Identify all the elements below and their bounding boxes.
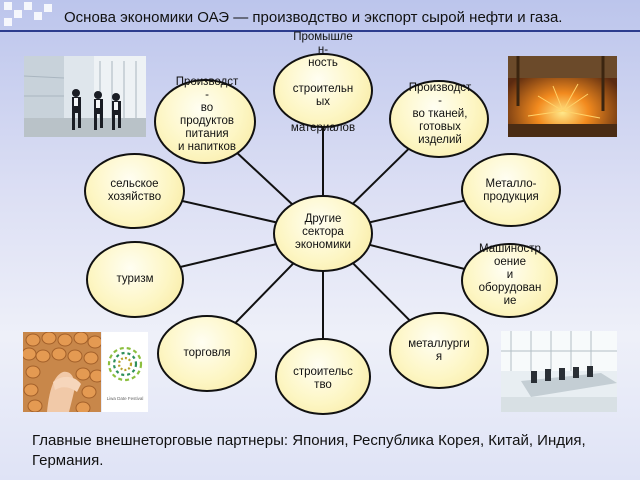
node-food (154, 79, 256, 164)
title-divider (0, 30, 640, 32)
trade-partners-text: Главные внешнеторговые партнеры: Япония,… (32, 432, 586, 469)
label-metallurgy: металлурги я (408, 338, 470, 363)
node-trade (157, 315, 257, 392)
label-machinery: Машиностр оение и оборудован ие (478, 243, 542, 307)
label-construction-materials: Промышле н- ность строительн ых материал… (290, 31, 356, 134)
node-metallurgy (389, 312, 489, 389)
photo-business-people (24, 56, 146, 137)
photo-conference-room (501, 331, 617, 412)
node-textiles (389, 80, 489, 158)
node-metal-products (461, 153, 561, 227)
page-title: Основа экономики ОАЭ — производство и эк… (64, 9, 563, 26)
label-metal-products: Металло- продукция (483, 178, 539, 203)
node-tourism (86, 241, 184, 318)
node-machinery (461, 243, 558, 318)
label-textiles: Производст - во тканей, готовых изделий (408, 82, 472, 146)
corner-decoration (0, 0, 60, 30)
label-construction: строительс тво (293, 366, 353, 391)
logo-liwa-date-festival: Liwa Date Festival (102, 332, 148, 412)
label-tourism: туризм (116, 273, 154, 285)
label-food: Производст - во продуктов питания и напи… (175, 76, 239, 153)
label-agriculture: сельское хозяйство (107, 178, 162, 203)
svg-text:Liwa Date Festival: Liwa Date Festival (107, 396, 144, 401)
node-center (273, 195, 373, 272)
node-agriculture (84, 153, 185, 229)
photo-steel-mill (508, 56, 617, 137)
node-construction-materials (273, 53, 373, 128)
label-trade: торговля (183, 347, 231, 359)
photo-dates (23, 332, 101, 412)
node-construction (275, 338, 371, 415)
label-center: Другие сектора экономики (295, 213, 351, 251)
